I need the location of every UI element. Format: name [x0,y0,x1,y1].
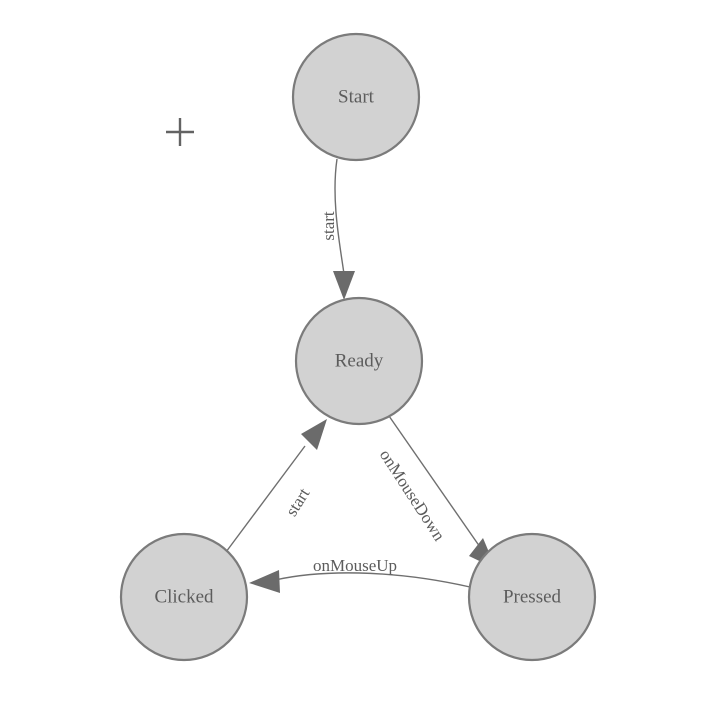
node-ready[interactable]: Ready [294,296,424,426]
edge-line [388,415,481,548]
node-label-start: Start [338,86,375,107]
edge-label-start-to-ready: start [319,211,338,241]
edge-label-clicked-to-ready: start [282,484,314,519]
edge-label-pressed-to-clicked: onMouseUp [313,556,397,575]
node-shape[interactable] [467,532,597,662]
edge-ready-to-pressed[interactable]: onMouseDown [376,415,496,569]
node-shape[interactable] [291,32,421,162]
edge-label-ready-to-pressed: onMouseDown [376,446,449,545]
edge-line [225,445,306,553]
node-start[interactable]: Start [291,32,421,162]
node-shape[interactable] [119,532,249,662]
node-pressed[interactable]: Pressed [467,532,597,662]
arrowhead-icon [249,570,280,593]
edge-line [274,572,471,588]
edge-clicked-to-ready[interactable]: start [225,419,327,553]
node-label-clicked: Clicked [154,586,214,607]
edge-pressed-to-clicked[interactable]: onMouseUp [249,556,471,593]
crosshair-marker-icon [166,118,194,146]
node-shape[interactable] [294,296,424,426]
edge-line [334,158,345,275]
node-label-pressed: Pressed [503,586,562,607]
arrowhead-icon [333,271,355,300]
node-label-ready: Ready [335,350,384,371]
node-clicked[interactable]: Clicked [119,532,249,662]
arrowhead-icon [301,419,327,450]
edge-start-to-ready[interactable]: start [319,158,355,300]
